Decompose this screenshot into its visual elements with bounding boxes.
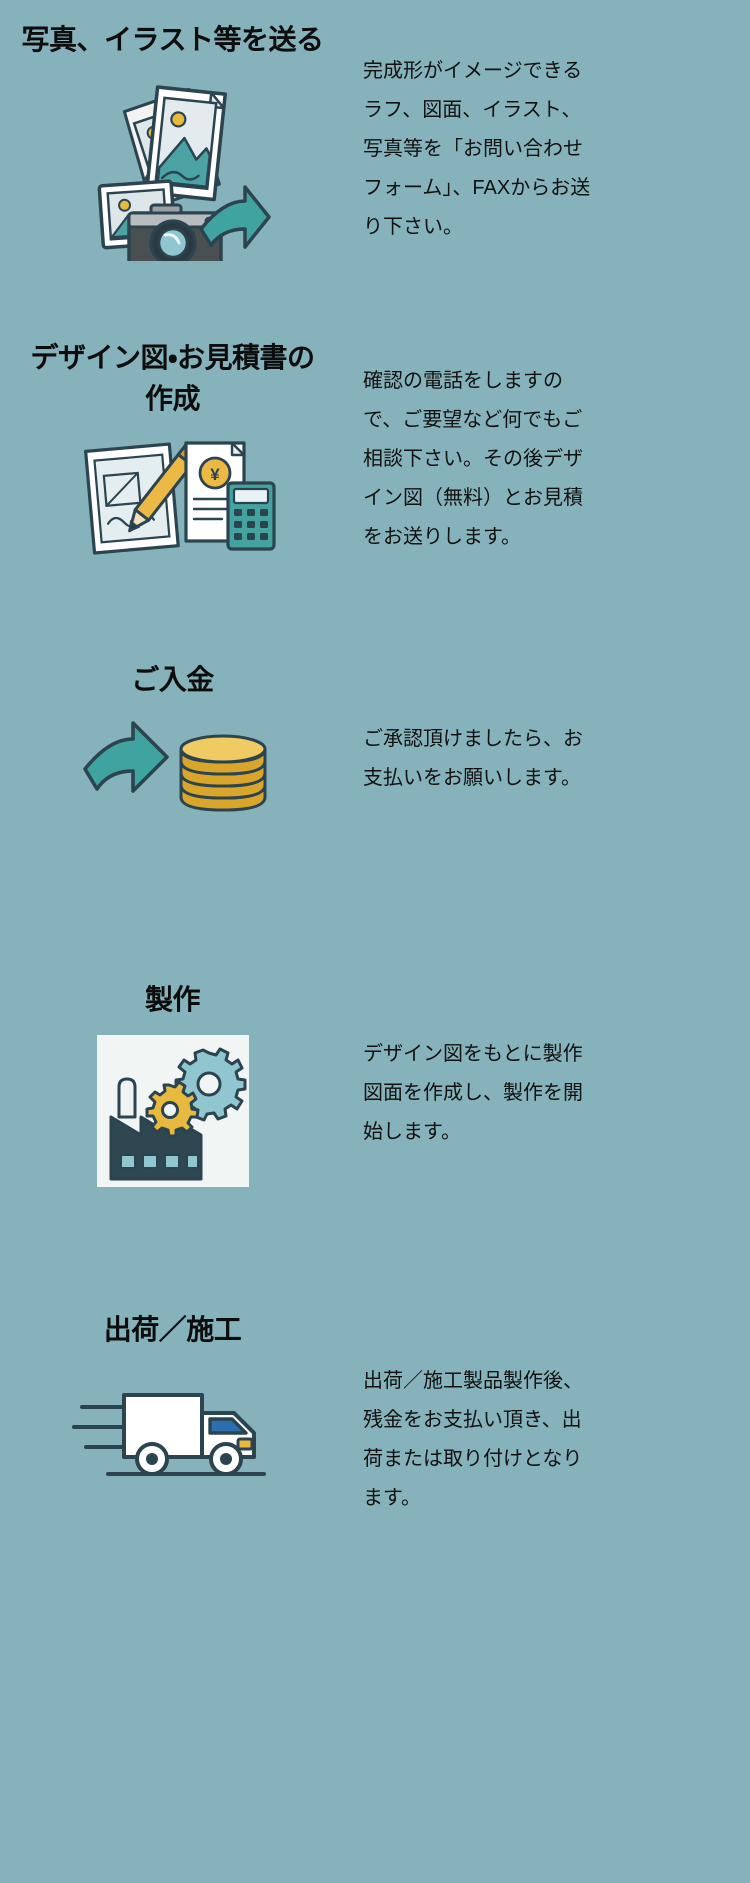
delivery-truck-icon	[71, 1392, 266, 1476]
photos-camera-arrow-icon	[97, 84, 271, 261]
step-4-body: デザイン図をもとに製作図面を作成し、製作を開始します。	[363, 1043, 583, 1143]
step-4-left-column: 製作	[0, 980, 345, 1191]
step-2-left-column: デザイン図・お見積書の作成	[0, 338, 345, 569]
step-4-heading: 製作	[144, 984, 201, 1015]
factory-gears-icon	[96, 1034, 249, 1187]
step-3-body: ご承認頂けましたら、お支払いをお願いします。	[363, 728, 583, 789]
step-1-right-column: 完成形がイメージできるラフ、図面、イラスト、写真等を「お問い合わせフォーム」、F…	[363, 52, 593, 247]
step-1-left-column: 写真、イラスト等を送る	[0, 20, 345, 261]
svg-text:¥: ¥	[210, 465, 220, 484]
step-1-heading: 写真、イラスト等を送る	[21, 24, 324, 55]
drawing-pencil-invoice-calculator-icon: ¥	[83, 441, 276, 555]
step-5-right-column: 出荷／施工製品製作後、残金をお支払い頂き、出荷または取り付けとなります。	[363, 1362, 593, 1518]
step-2-body: 確認の電話をしますので、ご要望など何でもご相談下さい。その後デザイン図（無料）と…	[363, 370, 583, 548]
step-3-heading: ご入金	[131, 664, 214, 695]
step-1-body: 完成形がイメージできるラフ、図面、イラスト、写真等を「お問い合わせフォーム」、F…	[363, 60, 591, 238]
step-2-heading: デザイン図・お見積書の作成	[30, 342, 315, 414]
step-5-left-column: 出荷／施工	[0, 1310, 345, 1491]
step-4-right-column: デザイン図をもとに製作図面を作成し、製作を開始します。	[363, 1035, 593, 1152]
step-3-left-column: ご入金	[0, 660, 345, 821]
arrow-coins-icon	[82, 720, 266, 812]
step-5-body: 出荷／施工製品製作後、残金をお支払い頂き、出荷または取り付けとなります。	[363, 1370, 583, 1509]
step-5-heading: 出荷／施工	[103, 1314, 242, 1345]
step-2-right-column: 確認の電話をしますので、ご要望など何でもご相談下さい。その後デザイン図（無料）と…	[363, 362, 593, 557]
step-3-right-column: ご承認頂けましたら、お支払いをお願いします。	[363, 720, 593, 798]
